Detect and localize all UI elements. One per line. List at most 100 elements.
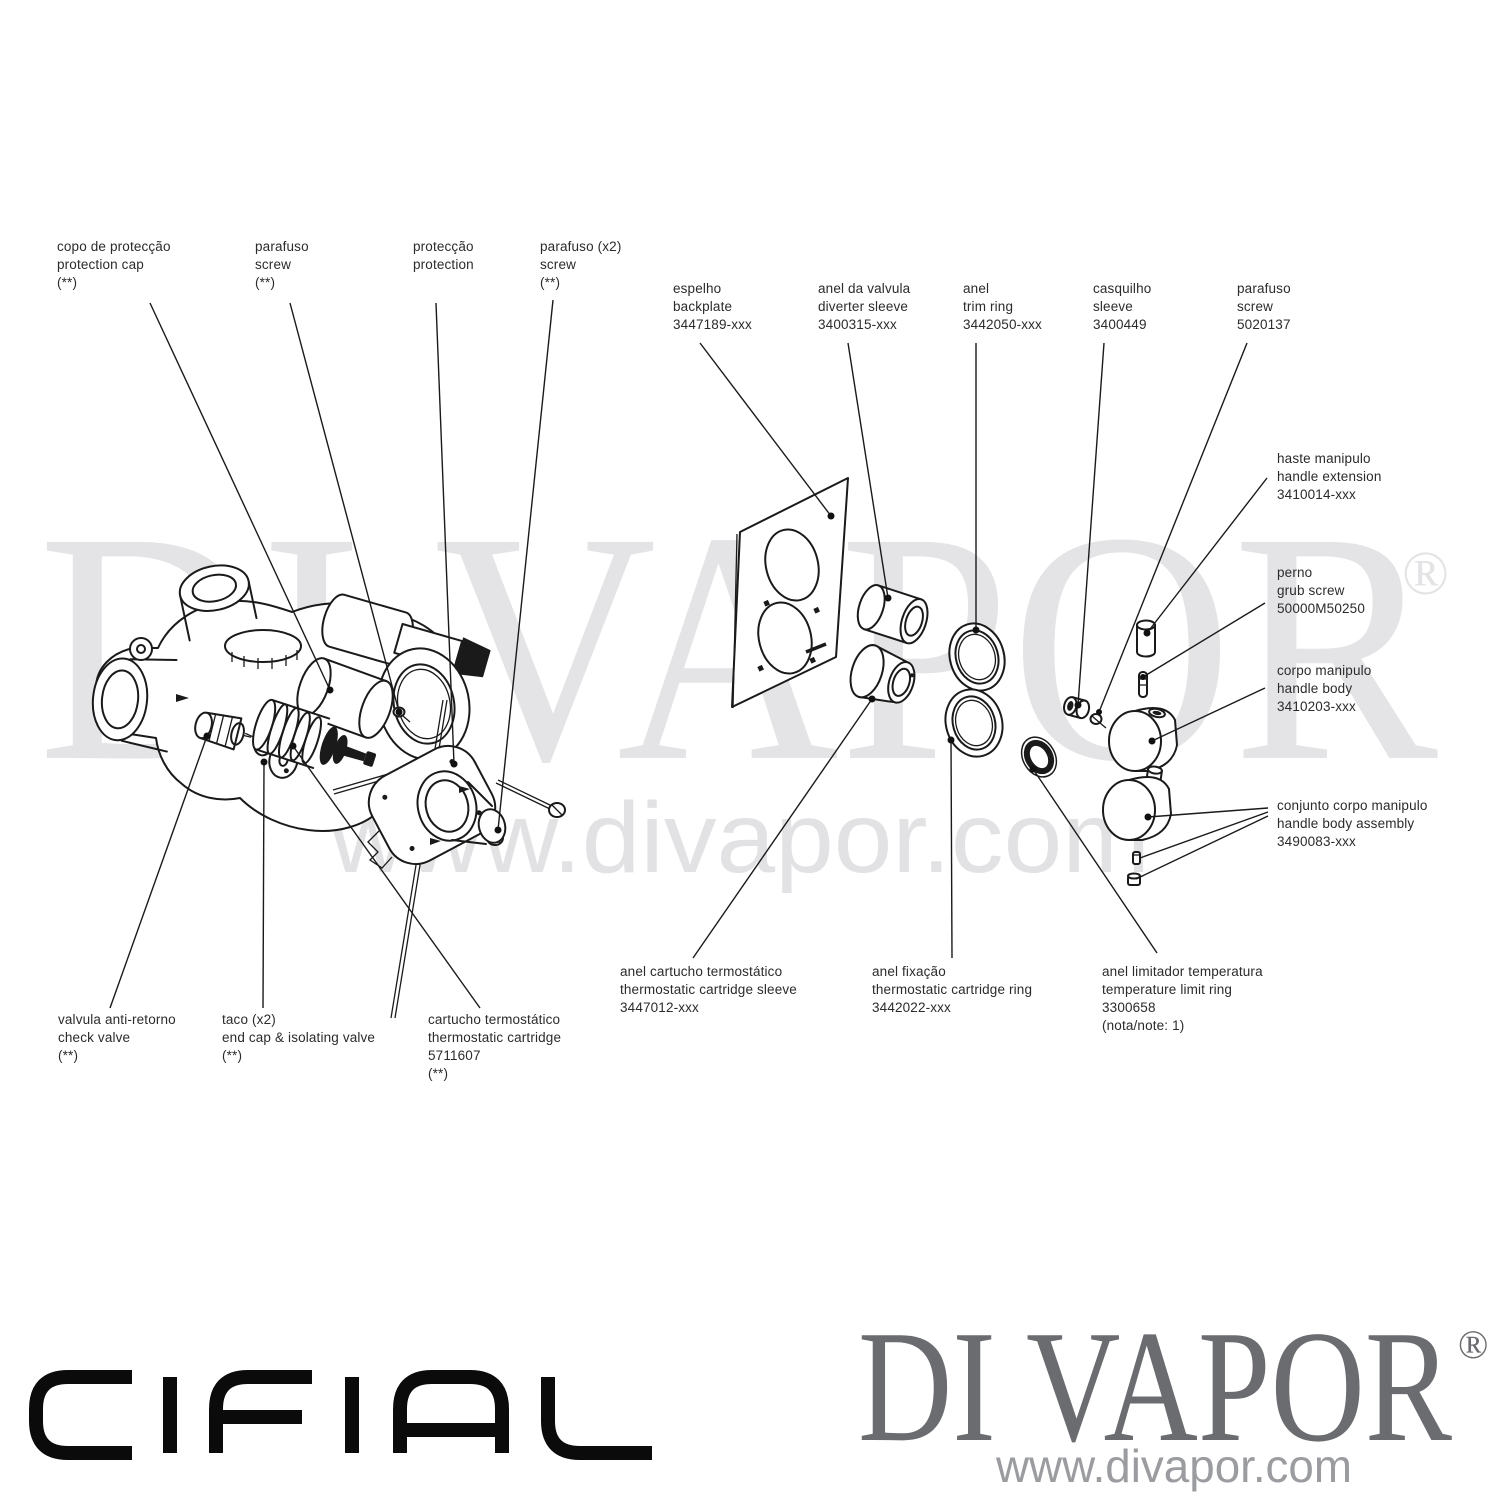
label-backplate: espelho backplate 3447189-xxx xyxy=(673,280,752,334)
handle-body-part xyxy=(1108,707,1178,772)
label-line: backplate xyxy=(673,299,733,314)
label-handle-extension: haste manipulo handle extension 3410014-… xyxy=(1277,450,1381,504)
assembly-screw xyxy=(1132,851,1141,865)
leader-lines xyxy=(109,299,1269,1009)
label-line: 3442050-xxx xyxy=(963,317,1042,332)
label-line: haste manipulo xyxy=(1277,451,1371,466)
label-screw-top-2: parafuso (x2) screw (**) xyxy=(540,238,622,292)
label-line: (nota/note: 1) xyxy=(1102,1018,1185,1033)
valve-knurled-ring xyxy=(224,629,302,669)
label-screw-5020137: parafuso screw 5020137 xyxy=(1237,280,1291,334)
label-line: (**) xyxy=(255,275,276,290)
label-line: parafuso xyxy=(1237,281,1291,296)
trim-ring-part xyxy=(948,622,1006,692)
label-line: 3400315-xxx xyxy=(818,317,897,332)
label-line: anel cartucho termostático xyxy=(620,964,783,979)
label-line: handle body xyxy=(1277,681,1353,696)
label-line: (**) xyxy=(57,275,78,290)
label-line: grub screw xyxy=(1277,583,1345,598)
label-line: 3447012-xxx xyxy=(620,1000,699,1015)
label-line: 3447189-xxx xyxy=(673,317,752,332)
label-line: 3400449 xyxy=(1093,317,1147,332)
label-line: 3410203-xxx xyxy=(1277,699,1356,714)
check-valve-part xyxy=(194,711,252,751)
handle-extension-part xyxy=(1136,619,1156,658)
label-diverter-sleeve: anel da valvula diverter sleeve 3400315-… xyxy=(818,280,910,334)
label-line: diverter sleeve xyxy=(818,299,909,314)
label-line: perno xyxy=(1277,565,1313,580)
label-line: anel da valvula xyxy=(818,281,911,296)
label-line: casquilho xyxy=(1093,281,1152,296)
label-line: copo de protecção xyxy=(57,239,171,254)
label-line: screw xyxy=(255,257,292,272)
label-line: corpo manipulo xyxy=(1277,663,1372,678)
divapor-logo: DI VAPOR ® www.divapor.com xyxy=(858,1297,1488,1492)
label-line: thermostatic cartridge ring xyxy=(872,982,1033,997)
valve-mounting-ear xyxy=(129,637,153,661)
label-line: handle body assembly xyxy=(1277,816,1415,831)
label-sleeve: casquilho sleeve 3400449 xyxy=(1093,280,1151,334)
label-line: cartucho termostático xyxy=(428,1012,561,1027)
protection-bracket-part xyxy=(332,699,566,1019)
label-line: handle extension xyxy=(1277,469,1382,484)
label-thermostatic-cartridge: cartucho termostático thermostatic cartr… xyxy=(428,1011,561,1083)
label-line: end cap & isolating valve xyxy=(222,1030,376,1045)
label-line: trim ring xyxy=(963,299,1014,314)
watermark-registered-icon: ® xyxy=(1402,540,1449,608)
label-handle-body: corpo manipulo handle body 3410203-xxx xyxy=(1277,662,1371,716)
label-temp-limit-ring: anel limitador temperatura temperature l… xyxy=(1102,963,1263,1035)
label-line: (**) xyxy=(540,275,561,290)
label-grub-screw: perno grub screw 50000M50250 xyxy=(1277,564,1365,618)
label-line: protection xyxy=(413,257,474,272)
cartridge-ring-part xyxy=(944,688,1004,758)
label-line: screw xyxy=(540,257,577,272)
diverter-sleeve-part xyxy=(856,584,929,645)
label-line: 5020137 xyxy=(1237,317,1291,332)
label-line: 3300658 xyxy=(1102,1000,1156,1015)
label-trim-ring: anel trim ring 3442050-xxx xyxy=(963,280,1042,334)
label-line: thermostatic cartridge sleeve xyxy=(620,982,797,997)
label-line: check valve xyxy=(58,1030,131,1045)
label-line: sleeve xyxy=(1093,299,1133,314)
label-line: 3442022-xxx xyxy=(872,1000,951,1015)
divapor-registered-icon: ® xyxy=(1458,1322,1488,1367)
label-line: 50000M50250 xyxy=(1277,601,1365,616)
thermostatic-cartridge-part xyxy=(252,698,377,769)
label-line: anel xyxy=(963,281,990,296)
label-line: (**) xyxy=(58,1048,79,1063)
sleeve-part xyxy=(1063,696,1091,720)
valve-top-port xyxy=(178,564,258,642)
label-line: protection cap xyxy=(57,257,144,272)
cifial-logo xyxy=(29,1370,652,1460)
bracket-screw xyxy=(495,779,566,818)
label-cartridge-sleeve: anel cartucho termostático thermostatic … xyxy=(620,963,797,1017)
label-line: screw xyxy=(1237,299,1274,314)
label-protection: protecção protection xyxy=(413,238,474,274)
label-line: conjunto corpo manipulo xyxy=(1277,798,1428,813)
label-line: 3490083-xxx xyxy=(1277,834,1356,849)
label-line: (**) xyxy=(428,1066,449,1081)
handle-body-assembly-part xyxy=(1102,765,1172,886)
label-cartridge-ring: anel fixação thermostatic cartridge ring… xyxy=(872,963,1032,1017)
label-line: anel limitador temperatura xyxy=(1102,964,1263,979)
label-handle-body-assembly: conjunto corpo manipulo handle body asse… xyxy=(1277,797,1428,851)
label-screw-top-1: parafuso screw (**) xyxy=(255,238,309,292)
screw-5020137-part xyxy=(1089,713,1107,729)
backplate-part xyxy=(731,477,849,709)
divapor-logo-text: DI VAPOR xyxy=(858,1297,1452,1475)
label-protection-cap: copo de protecção protection cap (**) xyxy=(57,238,171,292)
label-line: taco (x2) xyxy=(222,1012,276,1027)
divapor-url-text: www.divapor.com xyxy=(995,1440,1352,1492)
label-line: protecção xyxy=(413,239,474,254)
label-line: parafuso xyxy=(255,239,309,254)
label-check-valve: valvula anti-retorno check valve (**) xyxy=(58,1011,176,1065)
label-line: valvula anti-retorno xyxy=(58,1012,176,1027)
label-line: 3410014-xxx xyxy=(1277,487,1356,502)
label-line: espelho xyxy=(673,281,722,296)
label-line: anel fixação xyxy=(872,964,946,979)
label-line: (**) xyxy=(222,1048,243,1063)
label-end-cap: taco (x2) end cap & isolating valve (**) xyxy=(222,1011,375,1065)
label-line: 5711607 xyxy=(428,1048,481,1063)
